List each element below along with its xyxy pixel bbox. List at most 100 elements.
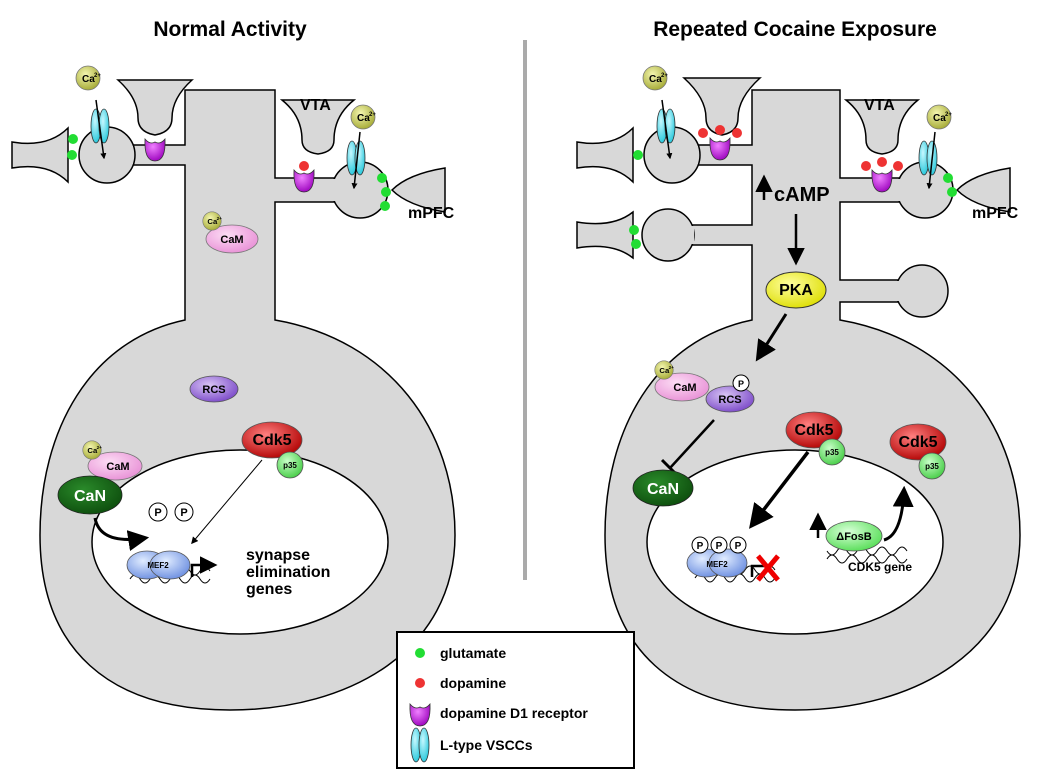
calcium-ion-icon bbox=[926, 104, 953, 130]
p35-protein bbox=[818, 438, 846, 466]
cdk5-protein bbox=[241, 421, 303, 459]
cam-label: CaM bbox=[106, 461, 129, 473]
legend-vscc: L-type VSCCs bbox=[440, 737, 533, 753]
calcium-ion-icon bbox=[350, 104, 377, 130]
p35-label: p35 bbox=[925, 462, 939, 471]
can-label: CaN bbox=[74, 488, 106, 505]
glutamate-terminal bbox=[11, 126, 69, 184]
dopamine-terminal bbox=[682, 77, 762, 136]
mpfc-label: mPFC bbox=[972, 205, 1019, 222]
phosphate-icon bbox=[729, 536, 747, 554]
d1-receptor-icon bbox=[293, 169, 315, 193]
phosphate-icon bbox=[148, 502, 168, 522]
glutamate-dot bbox=[68, 134, 78, 144]
cdk5-protein bbox=[889, 423, 947, 461]
glutamate-terminal-mpfc bbox=[390, 167, 446, 213]
p35-protein bbox=[276, 451, 304, 479]
dopamine-dot bbox=[698, 128, 708, 138]
inhibition-line bbox=[669, 419, 715, 469]
glutamate-dot bbox=[67, 150, 77, 160]
can-protein bbox=[632, 469, 694, 507]
right-panel-title: Repeated Cocaine Exposure bbox=[653, 18, 937, 41]
dopamine-dot bbox=[893, 161, 903, 171]
phosphate-label: P bbox=[154, 507, 161, 519]
mef2-label: MEF2 bbox=[147, 561, 169, 570]
glutamate-terminal bbox=[576, 126, 634, 184]
cam-label: CaM bbox=[220, 234, 243, 246]
synapse-genes-line3: genes bbox=[246, 581, 292, 598]
receptor-icon bbox=[409, 703, 431, 727]
dopamine-dot bbox=[715, 125, 725, 135]
p35-label: p35 bbox=[283, 461, 297, 470]
can-label: CaN bbox=[647, 481, 679, 498]
phosphate-label: P bbox=[697, 541, 704, 552]
cdk5-label: Cdk5 bbox=[898, 434, 937, 451]
glutamate-dot bbox=[943, 173, 953, 183]
mef2-label: MEF2 bbox=[706, 560, 728, 569]
glutamate-dot bbox=[631, 239, 641, 249]
dopamine-dot bbox=[732, 128, 742, 138]
synapse-genes-line1: synapse bbox=[246, 547, 310, 564]
d1-receptor-icon bbox=[144, 138, 166, 162]
phosphate-icon bbox=[691, 536, 709, 554]
transcription-arrow bbox=[190, 556, 218, 577]
camp-label: cAMP bbox=[774, 184, 830, 206]
cdk5-gene-label: CDK5 gene bbox=[848, 560, 912, 574]
left-neuron bbox=[39, 89, 456, 711]
p35-protein bbox=[918, 452, 946, 480]
dopamine-terminal-vta bbox=[279, 99, 357, 155]
rcs-protein bbox=[189, 375, 239, 403]
nucleus bbox=[91, 449, 389, 635]
cam-protein bbox=[87, 451, 143, 481]
left-panel-title: Normal Activity bbox=[153, 18, 307, 41]
cdk5-label: Cdk5 bbox=[794, 422, 833, 439]
phosphate-label: P bbox=[735, 541, 742, 552]
d1-receptor-icon bbox=[871, 169, 893, 193]
calcium-ion-icon bbox=[642, 65, 669, 91]
p35-label: p35 bbox=[825, 448, 839, 457]
nucleus bbox=[646, 449, 944, 635]
mpfc-label: mPFC bbox=[408, 205, 455, 222]
legend-dopamine: dopamine bbox=[440, 675, 506, 691]
phosphate-icon bbox=[174, 502, 194, 522]
vta-label: VTA bbox=[300, 97, 331, 114]
glutamate-dot bbox=[633, 150, 643, 160]
vta-label: VTA bbox=[864, 97, 895, 114]
cdk5-label: Cdk5 bbox=[252, 432, 291, 449]
dopamine-terminal-vta bbox=[843, 99, 921, 155]
phosphate-label: P bbox=[716, 541, 723, 552]
red-dot-icon bbox=[415, 678, 425, 688]
calcium-ion-icon bbox=[75, 65, 102, 91]
rcs-label: RCS bbox=[718, 394, 741, 406]
fosb-label: ΔFosB bbox=[836, 531, 871, 543]
cdk5-protein bbox=[785, 411, 843, 449]
dopamine-terminal bbox=[116, 79, 194, 136]
glutamate-dot bbox=[380, 201, 390, 211]
glutamate-terminal bbox=[576, 210, 634, 260]
cam-protein bbox=[205, 224, 259, 254]
d1-receptor-icon bbox=[709, 137, 731, 161]
right-neuron bbox=[604, 89, 1021, 711]
rcs-protein bbox=[705, 385, 755, 413]
legend-d1-receptor: dopamine D1 receptor bbox=[440, 705, 588, 721]
dopamine-dot bbox=[299, 161, 309, 171]
spine-head bbox=[895, 264, 949, 318]
green-dot-icon bbox=[415, 648, 425, 658]
cam-label: CaM bbox=[673, 382, 696, 394]
phosphate-label: P bbox=[738, 379, 744, 389]
glutamate-dot bbox=[947, 187, 957, 197]
glutamate-dot bbox=[381, 187, 391, 197]
spine-head bbox=[641, 208, 695, 262]
rcs-label: RCS bbox=[202, 384, 225, 396]
dopamine-dot bbox=[861, 161, 871, 171]
glutamate-dot bbox=[629, 225, 639, 235]
phosphate-label: P bbox=[180, 507, 187, 519]
synapse-genes-line2: elimination bbox=[246, 564, 330, 581]
glutamate-dot bbox=[377, 173, 387, 183]
phosphate-icon bbox=[710, 536, 728, 554]
legend-box bbox=[396, 631, 635, 769]
pka-protein bbox=[765, 271, 827, 309]
dopamine-dot bbox=[877, 157, 887, 167]
legend-glutamate: glutamate bbox=[440, 645, 506, 661]
